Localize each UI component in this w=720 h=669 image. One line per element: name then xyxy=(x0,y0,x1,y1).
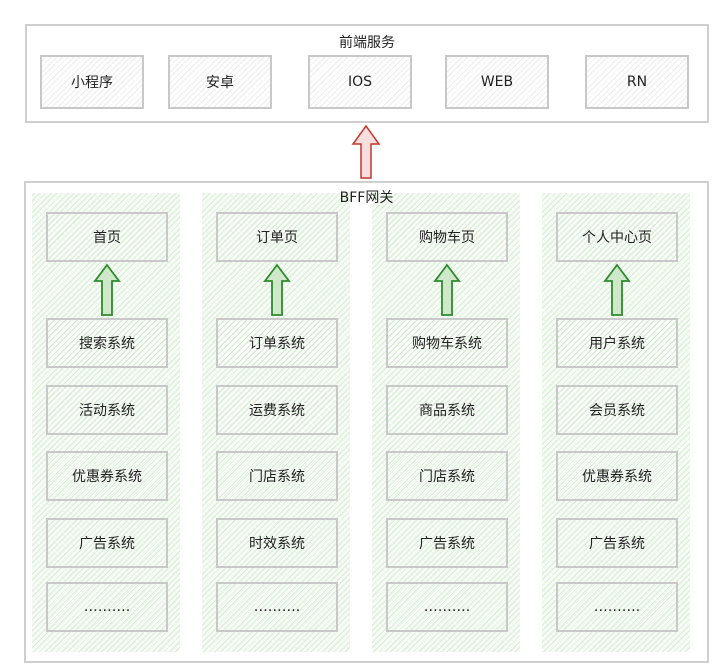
client-box: 小程序 xyxy=(40,55,144,109)
client-box: IOS xyxy=(308,55,412,109)
system-box: 运费系统 xyxy=(216,385,338,435)
page-box: 个人中心页 xyxy=(556,212,678,262)
up-arrow-icon xyxy=(603,263,631,316)
system-box: 用户系统 xyxy=(556,318,678,368)
system-box: 门店系统 xyxy=(216,451,338,501)
page-box: 购物车页 xyxy=(386,212,508,262)
up-arrow-icon xyxy=(433,263,461,316)
system-box: ………. xyxy=(46,582,168,632)
page-box: 订单页 xyxy=(216,212,338,262)
system-box: 购物车系统 xyxy=(386,318,508,368)
system-box: 时效系统 xyxy=(216,518,338,568)
frontend-title: 前端服务 xyxy=(339,35,395,51)
system-box: 广告系统 xyxy=(46,518,168,568)
system-box: ………. xyxy=(386,582,508,632)
bff-gateway-container: BFF网关 xyxy=(24,181,709,663)
system-box: ………. xyxy=(556,582,678,632)
up-arrow-icon xyxy=(93,263,121,316)
system-box: ………. xyxy=(216,582,338,632)
system-box: 搜索系统 xyxy=(46,318,168,368)
system-box: 优惠券系统 xyxy=(46,451,168,501)
system-box: 优惠券系统 xyxy=(556,451,678,501)
client-box: RN xyxy=(585,55,689,109)
bff-column: 订单页订单系统运费系统门店系统时效系统 ………. xyxy=(202,193,350,652)
bff-column: 个人中心页用户系统会员系统优惠券系统广告系统 ………. xyxy=(542,193,690,652)
bff-column: 首页搜索系统活动系统优惠券系统广告系统 ………. xyxy=(32,193,180,652)
system-box: 商品系统 xyxy=(386,385,508,435)
bff-column: 购物车页购物车系统商品系统门店系统广告系统 ………. xyxy=(372,193,520,652)
system-box: 会员系统 xyxy=(556,385,678,435)
client-box: 安卓 xyxy=(168,55,272,109)
system-box: 订单系统 xyxy=(216,318,338,368)
client-box: WEB xyxy=(445,55,549,109)
system-box: 门店系统 xyxy=(386,451,508,501)
system-box: 活动系统 xyxy=(46,385,168,435)
system-box: 广告系统 xyxy=(556,518,678,568)
page-box: 首页 xyxy=(46,212,168,262)
up-arrow-icon xyxy=(263,263,291,316)
system-box: 广告系统 xyxy=(386,518,508,568)
bff-title: BFF网关 xyxy=(339,190,394,206)
up-arrow-icon xyxy=(351,124,381,179)
